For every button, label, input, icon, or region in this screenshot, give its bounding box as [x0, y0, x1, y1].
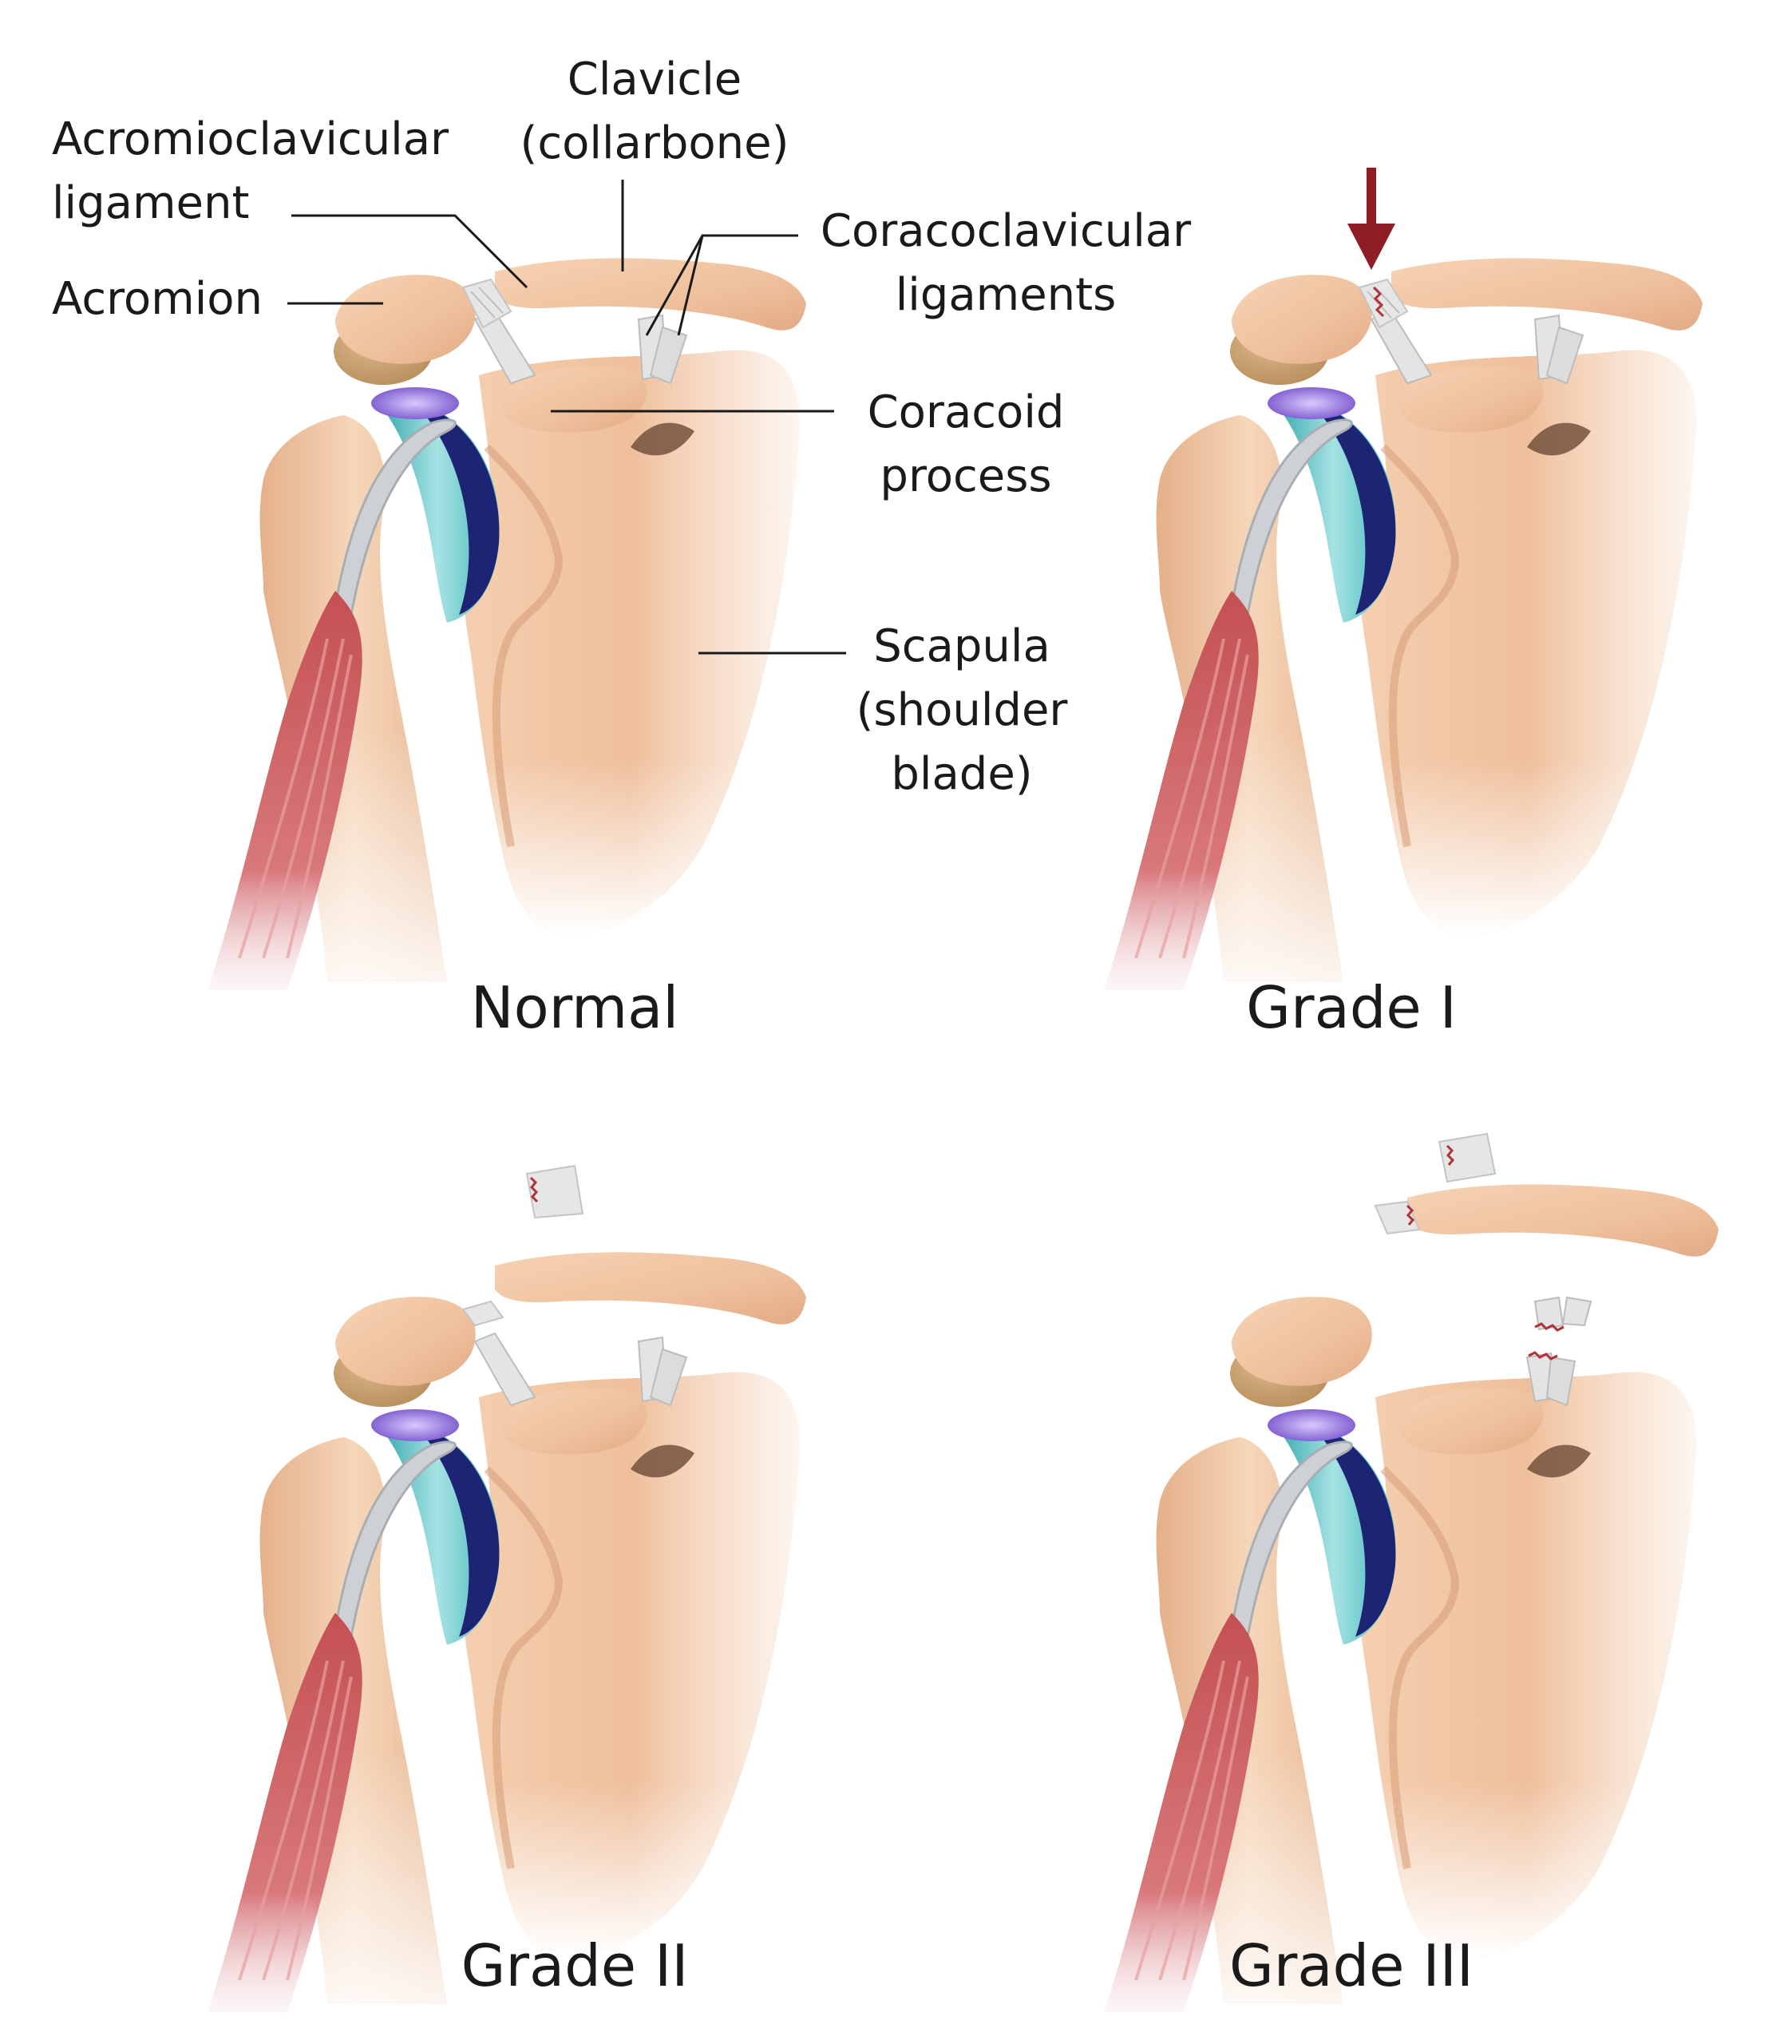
- ac-partial-tear: [1372, 286, 1385, 318]
- caption-grade-3: Grade III: [1228, 1932, 1474, 1999]
- grade-3-shoulder-illustration: [896, 1132, 1719, 2044]
- label-coracoid-process: Coracoid process: [867, 386, 1065, 502]
- cc-ligaments-torn: [1525, 1296, 1592, 1407]
- label-acromion: Acromion: [52, 273, 263, 325]
- label-clavicle: Clavicle (collarbone): [520, 53, 789, 169]
- panel-grade-2: Grade II: [0, 1022, 896, 2044]
- grade-2-shoulder-illustration: [0, 1164, 806, 2044]
- panel-normal: Normal: [0, 0, 896, 1041]
- label-acromioclavicular-ligament: Acromioclavicular ligament: [52, 113, 449, 229]
- grade-1-shoulder-illustration: [896, 258, 1703, 1022]
- panel-grade-3: Grade III: [896, 1022, 1792, 2044]
- label-scapula: Scapula (shoulder blade): [856, 620, 1068, 800]
- caption-normal: Normal: [470, 974, 679, 1041]
- caption-grade-1: Grade I: [1246, 974, 1457, 1041]
- caption-grade-2: Grade II: [461, 1932, 689, 1999]
- down-arrow-icon: [1347, 168, 1395, 270]
- panel-grade-1: Grade I: [896, 0, 1792, 1041]
- ac-ligament-torn: [461, 1164, 584, 1327]
- label-coracoclavicular-ligaments: Coracoclavicular ligaments: [820, 205, 1192, 321]
- ac-ligament-torn: [1374, 1132, 1497, 1235]
